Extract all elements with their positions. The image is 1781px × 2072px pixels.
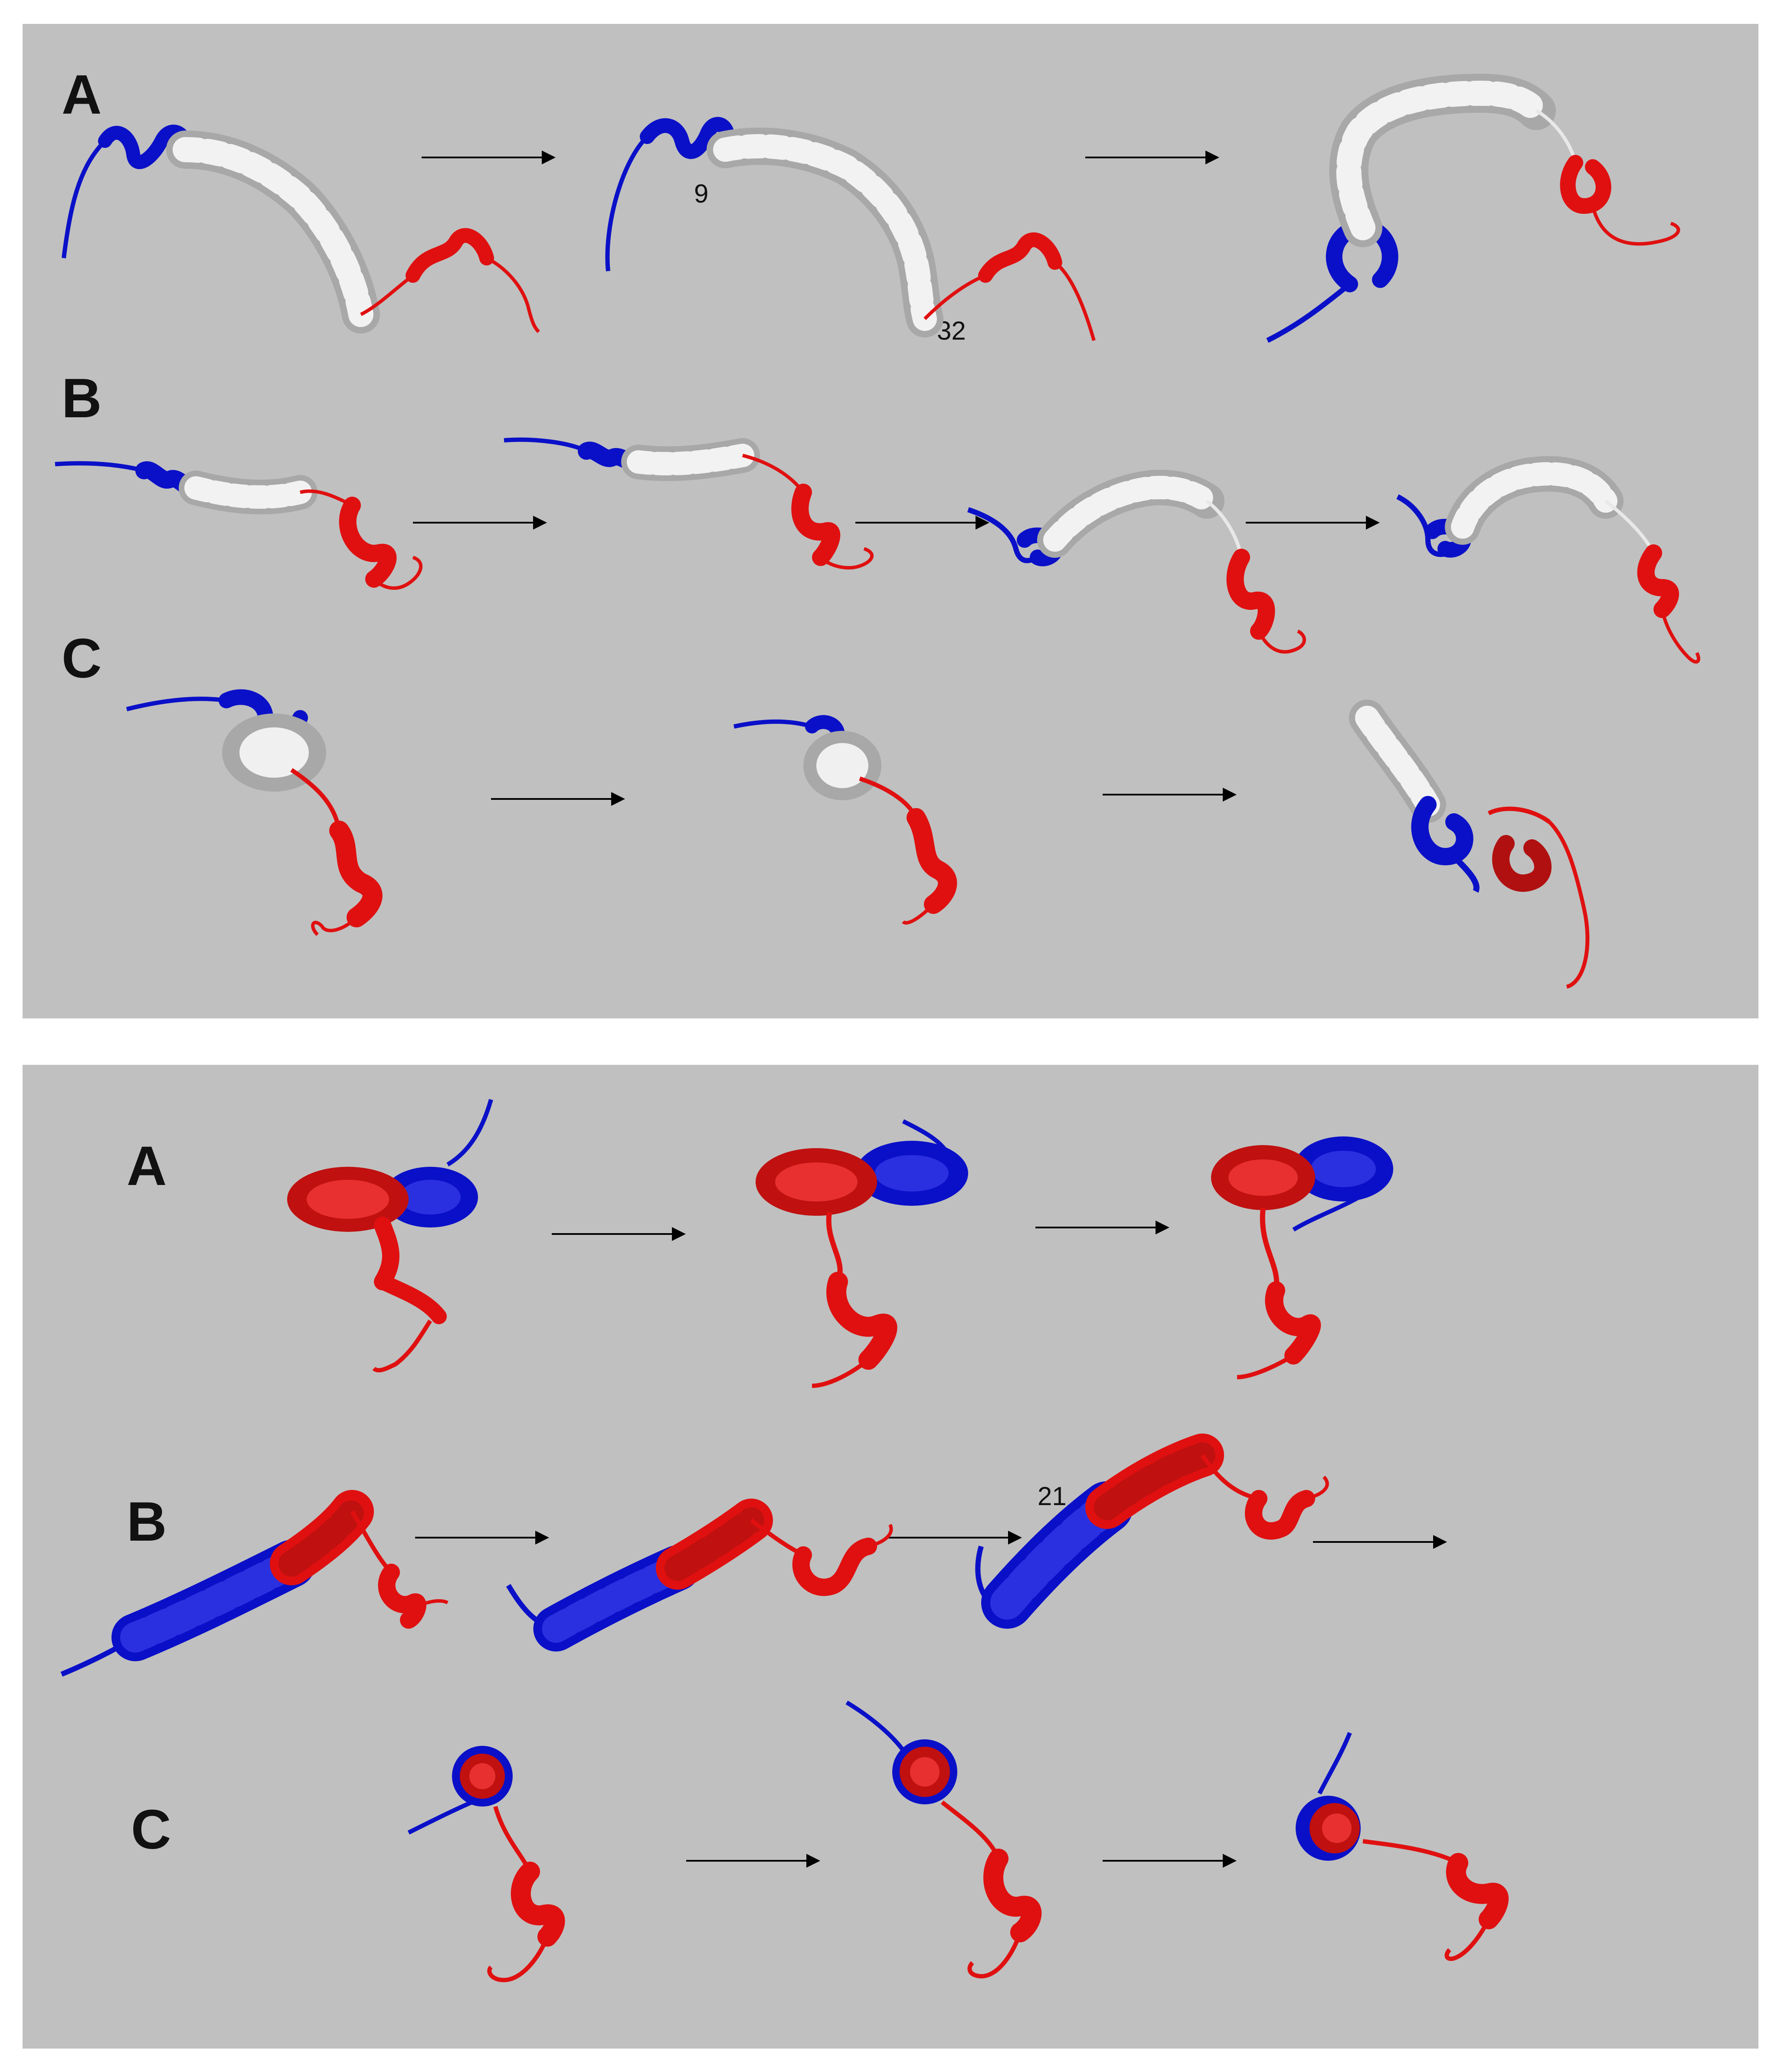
peptide-structure: [126, 689, 383, 936]
peptide-structure: [733, 715, 957, 925]
top-panel: A B C 9 32: [23, 24, 1758, 1018]
residue-label-21: 21: [1038, 1482, 1067, 1511]
peptide-structure: [967, 470, 1306, 654]
peptide-structure: [975, 1434, 1329, 1629]
row-label-bottom-b: B: [127, 1491, 167, 1553]
bottom-panel-structures: [60, 1099, 1509, 1983]
row-label-top-c: C: [62, 628, 102, 690]
row-label-top-a: A: [62, 64, 102, 126]
peptide-structure: [605, 117, 1096, 341]
peptide-structure: [1211, 1136, 1393, 1379]
top-panel-structures: [55, 73, 1700, 989]
peptide-structure: [506, 1499, 893, 1652]
peptide-structure: [62, 124, 540, 334]
row-label-bottom-c: C: [131, 1799, 171, 1861]
peptide-structure: [1349, 700, 1590, 989]
peptide-structure: [1396, 456, 1700, 664]
peptide-structure: [756, 1119, 968, 1388]
peptide-structure: [1266, 73, 1680, 343]
peptide-structure: [504, 437, 874, 570]
peptide-structure: [55, 461, 423, 590]
peptide-structure: [1296, 1732, 1509, 1961]
bottom-panel: A B C 21: [23, 1065, 1758, 2049]
peptide-structure: [845, 1700, 1042, 1979]
residue-label-9: 9: [694, 179, 709, 208]
row-label-bottom-a: A: [127, 1135, 167, 1197]
peptide-structure: [407, 1746, 565, 1983]
peptide-structure: [287, 1099, 493, 1373]
peptide-structure: [60, 1490, 449, 1677]
row-label-top-b: B: [62, 367, 102, 429]
